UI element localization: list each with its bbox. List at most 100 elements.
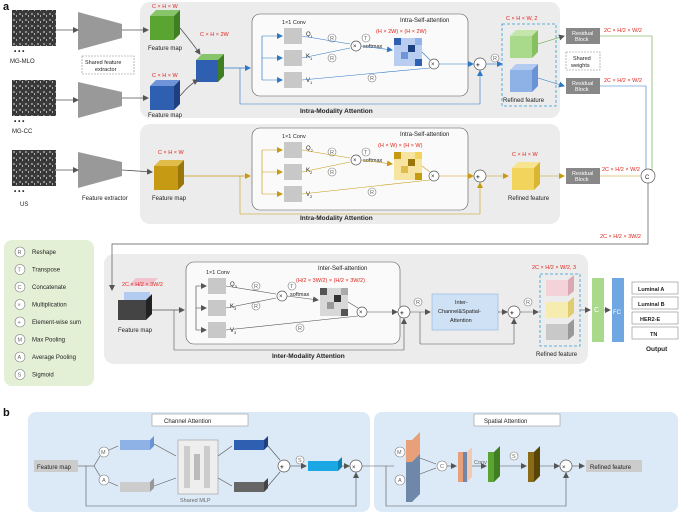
sa-olive-slab (528, 446, 540, 482)
dim-chw-4: C × H × W (512, 152, 538, 158)
ellipsis-2: • • • (14, 118, 25, 125)
legend-label-1: Transpose (32, 268, 61, 274)
refined-feature-label-b: Refined feature (590, 465, 632, 471)
legend-symbol-text-3: × (18, 303, 21, 309)
svg-text:×: × (353, 44, 357, 50)
channel-attention-title: Channel Attention (164, 419, 211, 425)
svg-text:S: S (512, 454, 516, 460)
k3-block (208, 300, 226, 316)
us-image (12, 150, 56, 186)
intra-self-attn-label-1: Intra-Self-attention (400, 18, 449, 24)
legend-symbol-0 (14, 246, 26, 258)
dim-chw-3: C × H × W (158, 150, 184, 156)
v2-block (284, 186, 302, 202)
legend-symbol-text-1: T (18, 268, 22, 274)
dim-attn1: (H × 2W) × (H × 2W) (376, 29, 427, 35)
svg-text:+: + (510, 310, 514, 317)
svg-text:×: × (359, 310, 363, 316)
output-label-1: Luminal B (638, 302, 665, 308)
dim-chw-2-stack: C × H × W, 2 (506, 16, 537, 22)
svg-text:×: × (431, 174, 435, 180)
shared-extractor-label-1: Shared feature (85, 60, 121, 66)
svg-text:R: R (370, 76, 374, 82)
intra-self-attn-box-2 (251, 127, 469, 211)
refined-stack-grey (546, 319, 574, 340)
svg-text:M: M (101, 450, 106, 456)
softmax-3: softmax (290, 292, 310, 298)
inter-self-attn-label: Inter-Self-attention (318, 266, 367, 272)
reshape-icon (327, 147, 337, 157)
feature-map-box-b (34, 460, 78, 472)
legend-symbol-text-0: R (18, 250, 22, 256)
v3-label: V3 (230, 328, 237, 335)
mg-mlo-image (12, 10, 56, 46)
svg-text:C: C (440, 464, 444, 470)
mg-cc-image (12, 80, 56, 116)
ca-blue-bar-2 (234, 436, 268, 450)
svg-text:×: × (353, 158, 357, 164)
conv-label-3: 1×1 Conv (206, 270, 230, 276)
refined-label-2: Refined feature (508, 196, 550, 202)
q1-block (284, 28, 302, 44)
output-label-3: TN (650, 332, 657, 338)
refined-yellow-cube (512, 162, 540, 190)
svg-text:+: + (400, 310, 404, 317)
legend-symbol-4 (14, 316, 26, 328)
residual-block-1 (566, 28, 600, 44)
dim-fm3: 2C × H/2 × 3W/2 (122, 282, 163, 288)
reshape-icon (367, 187, 377, 197)
attention-matrix-grey (320, 288, 348, 316)
fm-label-4: Feature map (118, 328, 153, 334)
svg-text:R: R (416, 300, 420, 306)
dim-chw-1: C × H × W (152, 4, 178, 10)
svg-text:A: A (398, 478, 402, 484)
concat-bar (592, 278, 604, 342)
svg-text:R: R (330, 170, 334, 176)
svg-text:T: T (290, 284, 294, 290)
svg-text:R: R (254, 304, 258, 310)
refined-blue-cube (510, 64, 538, 92)
svg-text:R: R (370, 190, 374, 196)
fc-label: FC (613, 310, 622, 316)
legend-symbol-text-7: S (18, 373, 22, 379)
q3-block (208, 278, 226, 294)
v1-block (284, 72, 302, 88)
k2-label: K2 (306, 168, 313, 175)
q2-block (284, 142, 302, 158)
reshape-icon (523, 297, 533, 307)
fm-label-3: Feature map (152, 196, 187, 202)
sa-slate-slab (406, 454, 420, 502)
k1-label: K1 (306, 54, 313, 61)
reshape-icon (295, 323, 305, 333)
v1-label: V1 (306, 78, 313, 85)
avg-pool-icon (98, 474, 110, 486)
ca-grey-bar-1 (120, 478, 154, 492)
inter-self-attn-box (185, 261, 401, 345)
svg-text:×: × (352, 465, 356, 471)
avg-pool-icon (394, 474, 406, 486)
fc-bar (612, 278, 624, 342)
inter-modality-title: Inter-Modality Attention (272, 353, 345, 360)
transpose-icon (361, 33, 371, 43)
legend-symbol-1 (14, 264, 26, 275)
dim-attn3: (H/2 × 3W/2) × (H/2 × 3W/2) (296, 278, 365, 284)
inter-channel-spatial-box (431, 293, 499, 331)
svg-text:R: R (493, 56, 497, 62)
legend-label-6: Average Pooling (32, 355, 76, 361)
svg-text:×: × (431, 62, 435, 68)
legend-label-7: Sigmoid (32, 373, 54, 379)
dim-res3: 2C × H/2 × W/2 (602, 167, 640, 173)
max-pool-icon (394, 446, 406, 458)
svg-text:A: A (102, 478, 106, 484)
svg-text:+: + (476, 62, 480, 69)
refined-stack-yellow (546, 297, 574, 318)
output-label-2: HER2-E (640, 317, 661, 323)
legend-symbol-text-6: A (18, 355, 22, 361)
legend-symbol-text-4: + (18, 320, 21, 326)
sa-green-slab (488, 446, 500, 482)
refined-label-1: Refined feature (503, 98, 545, 104)
shared-extractor-box (81, 55, 135, 75)
refined-label-3: Refined feature (536, 352, 578, 358)
sa-concat-slab (458, 447, 472, 482)
